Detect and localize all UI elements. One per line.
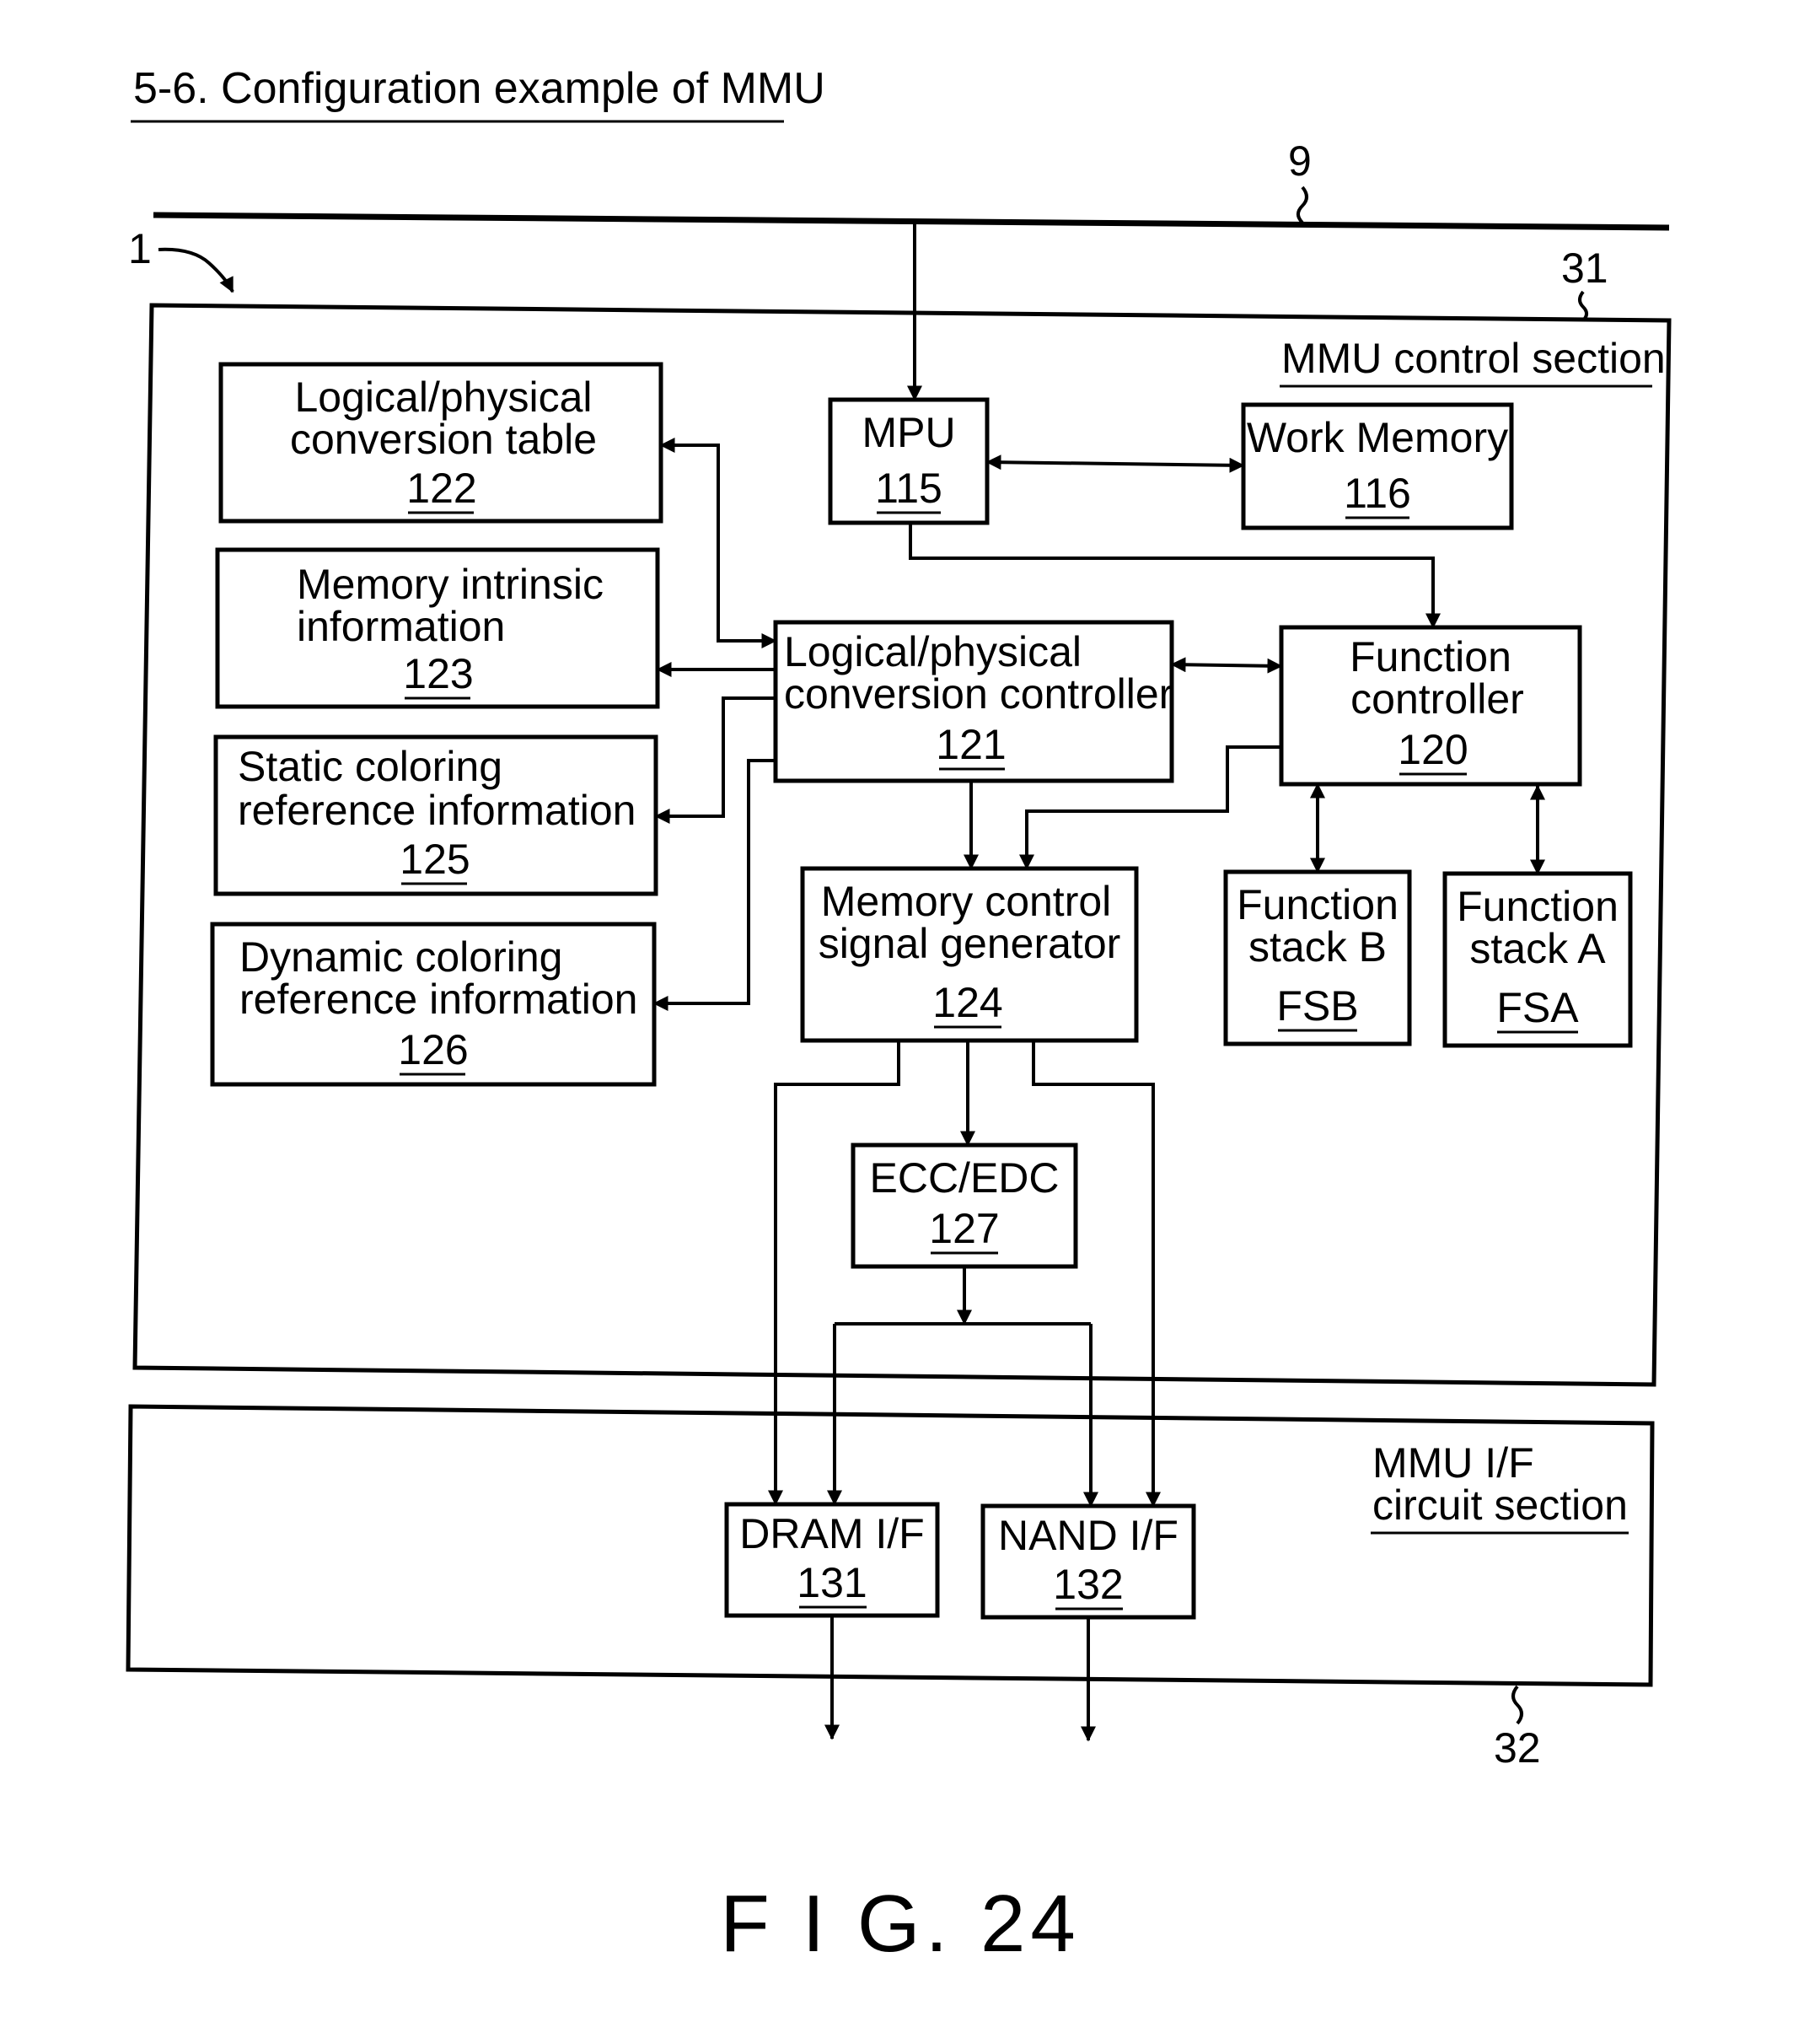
svg-text:Memory control: Memory control [821,878,1112,925]
svg-text:116: 116 [1344,470,1411,517]
memory-intrinsic-info-block: Memory intrinsic information 123 [217,550,658,707]
svg-text:132: 132 [1053,1561,1123,1608]
svg-text:DRAM I/F: DRAM I/F [739,1510,924,1557]
control-section-ref-label: 31 [1561,245,1608,292]
nand-if-block: NAND I/F 132 [983,1506,1194,1617]
static-coloring-info-block: Static coloring reference information 12… [216,737,656,894]
svg-text:signal generator: signal generator [819,920,1121,967]
svg-text:conversion controller: conversion controller [784,670,1173,718]
svg-text:reference information: reference information [239,976,637,1023]
dram-if-block: DRAM I/F 131 [727,1504,937,1616]
svg-text:conversion table: conversion table [290,416,597,463]
svg-text:stack B: stack B [1248,923,1387,971]
function-controller-block: Function controller 120 [1281,627,1580,784]
svg-text:127: 127 [929,1205,999,1252]
svg-text:Logical/physical: Logical/physical [295,374,593,421]
svg-text:Dynamic coloring: Dynamic coloring [239,933,562,981]
svg-text:Static coloring: Static coloring [238,743,502,790]
svg-text:Function: Function [1457,883,1619,930]
svg-text:MPU: MPU [862,409,955,456]
mmu-control-section-label: MMU control section [1280,335,1666,386]
svg-text:125: 125 [400,836,470,883]
function-stack-b-block: Function stack B FSB [1226,872,1409,1044]
if-section-ref-label: 32 [1494,1724,1541,1772]
ecc-edc-block: ECC/EDC 127 [853,1145,1076,1266]
dynamic-coloring-info-block: Dynamic coloring reference information 1… [212,924,654,1084]
svg-text:120: 120 [1398,726,1468,773]
svg-text:115: 115 [875,465,942,512]
svg-text:FSA: FSA [1496,984,1579,1031]
control-section-ref-leader [1580,292,1586,320]
svg-text:Function: Function [1350,633,1511,680]
svg-text:FSB: FSB [1276,982,1358,1030]
system-bus-line [153,215,1669,228]
svg-text:ECC/EDC: ECC/EDC [869,1154,1059,1202]
svg-text:circuit section: circuit section [1372,1481,1628,1529]
bus-ref-leader [1298,187,1307,223]
bus-ref-label: 9 [1288,137,1312,185]
svg-text:NAND I/F: NAND I/F [998,1512,1178,1559]
mpu-block: MPU 115 [830,400,987,523]
lp-conversion-table-block: Logical/physical conversion table 122 [221,364,661,521]
diagram-title: 5-6. Configuration example of MMU [131,64,825,121]
svg-text:122: 122 [406,465,476,512]
svg-text:121: 121 [936,721,1006,768]
svg-text:information: information [297,603,505,650]
lp-conversion-controller-block: Logical/physical conversion controller 1… [776,622,1173,781]
svg-text:Function: Function [1237,881,1399,928]
if-section-ref-leader [1513,1686,1522,1723]
svg-text:MMU I/F: MMU I/F [1372,1439,1534,1487]
memory-control-signal-generator-block: Memory control signal generator 124 [803,868,1136,1041]
svg-text:5-6. Configuration example of: 5-6. Configuration example of MMU [133,64,825,113]
svg-text:Logical/physical: Logical/physical [784,628,1082,675]
figure-label: F I G. 24 [720,1879,1080,1969]
svg-text:Work Memory: Work Memory [1247,414,1508,461]
svg-text:stack A: stack A [1469,925,1606,972]
svg-text:124: 124 [932,979,1002,1026]
device-ref-leader [158,250,233,292]
svg-text:126: 126 [398,1026,468,1073]
work-memory-block: Work Memory 116 [1243,405,1511,528]
svg-text:123: 123 [403,650,473,697]
svg-text:131: 131 [797,1559,867,1606]
function-stack-a-block: Function stack A FSA [1445,874,1630,1046]
svg-text:Memory intrinsic: Memory intrinsic [297,561,604,608]
svg-text:controller: controller [1350,675,1524,723]
device-ref-label: 1 [128,225,152,272]
svg-text:reference information: reference information [238,787,636,834]
mmu-if-section-label: MMU I/F circuit section [1371,1439,1629,1533]
svg-text:MMU control section: MMU control section [1281,335,1666,382]
